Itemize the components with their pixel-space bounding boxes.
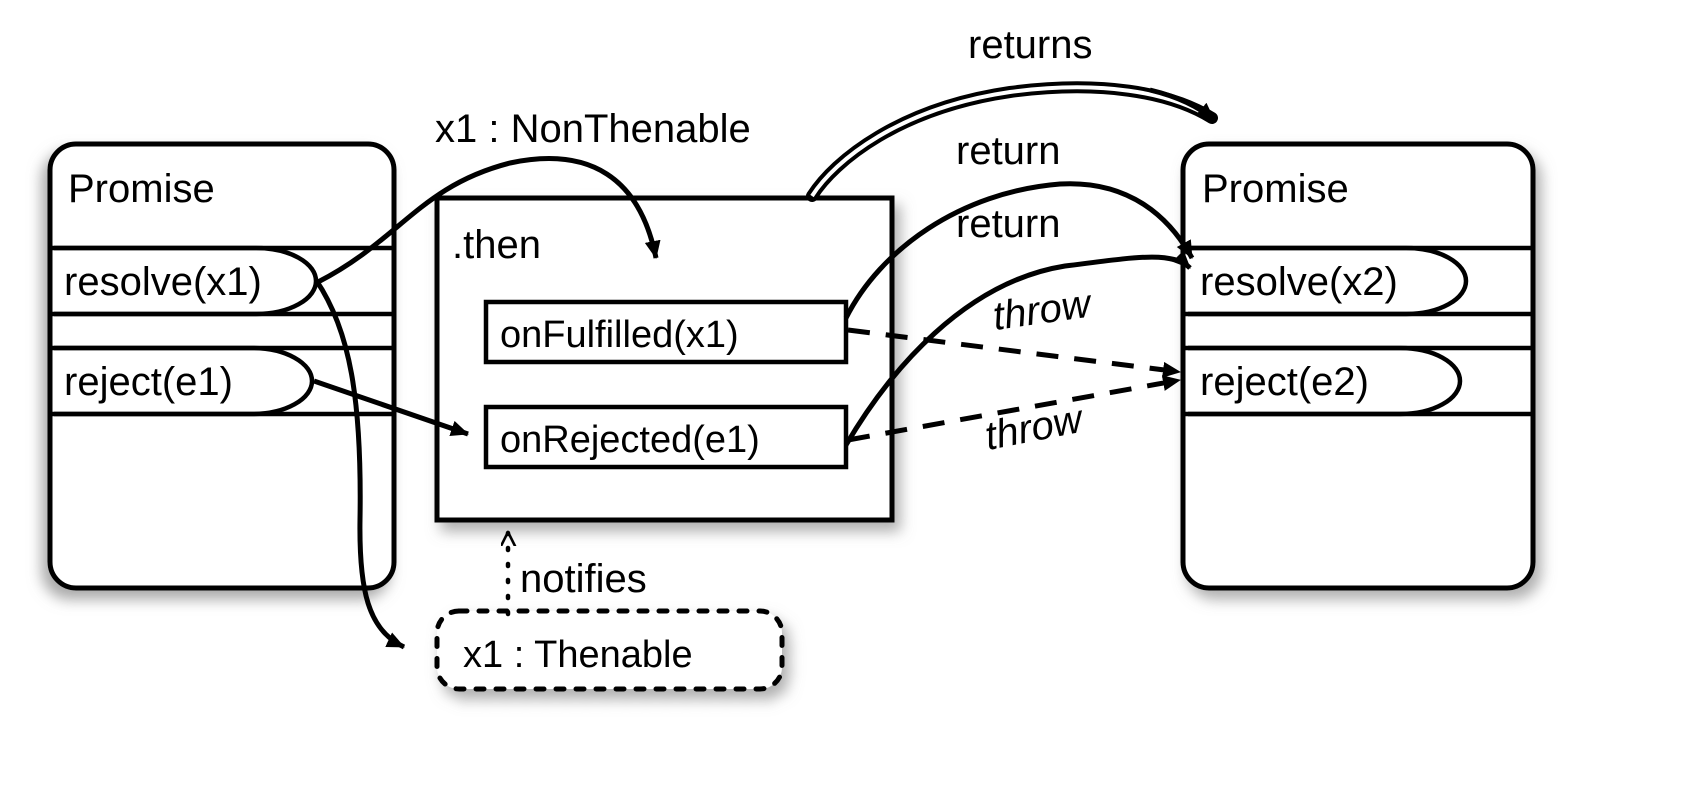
edge-throw-rejected-label: throw [981, 396, 1088, 458]
edge-return-fulfilled-line [843, 181, 1195, 320]
edge-return-rejected-label: return [956, 202, 1061, 246]
reject-e2-cap [1188, 345, 1463, 417]
edge-nonthenable-label: x1 : NonThenable [435, 107, 751, 151]
promise-left-title: Promise [68, 167, 215, 211]
edge-returns: returns [806, 23, 1218, 202]
resolve-x2-cap [1188, 245, 1469, 317]
onfulfilled-label: onFulfilled(x1) [500, 314, 739, 356]
promise-right-method-reject[interactable]: reject(e2) [1200, 360, 1369, 404]
promise-left-method-resolve[interactable]: resolve(x1) [64, 260, 262, 304]
edge-notifies: notifies [508, 533, 647, 617]
then-box[interactable]: .then onFulfilled(x1) onRejected(e1) [434, 195, 895, 523]
promise-right-title: Promise [1202, 167, 1349, 211]
edge-returns-label: returns [968, 23, 1093, 67]
edge-returns-head [1149, 87, 1216, 122]
promise-right-box[interactable]: Promise resolve(x2) reject(e2) [1180, 141, 1536, 591]
edge-resolve-to-thenable [313, 278, 406, 650]
then-box-title: .then [452, 223, 541, 267]
thenable-node[interactable]: x1 : Thenable [434, 608, 785, 692]
edge-throw-fulfilled-line [847, 327, 1181, 378]
onrejected-label: onRejected(e1) [500, 419, 760, 461]
reject-e1-cap [54, 345, 315, 417]
thenable-node-label: x1 : Thenable [463, 634, 693, 676]
edge-return-rejected-line [843, 250, 1192, 447]
thenable-node-outline [434, 608, 785, 692]
edge-throw-rejected: throw [847, 375, 1181, 459]
edge-throw-fulfilled: throw [847, 281, 1181, 378]
edge-reject-to-onrejected [313, 378, 469, 437]
edge-returns-inner [810, 85, 1214, 198]
onrejected-box[interactable] [483, 404, 849, 470]
edge-nonthenable: x1 : NonThenable [316, 107, 751, 285]
edge-throw-fulfilled-label: throw [990, 281, 1096, 339]
promise-left-outline [47, 141, 397, 591]
promise-left-method-reject[interactable]: reject(e1) [64, 360, 233, 404]
promise-right-method-resolve[interactable]: resolve(x2) [1200, 260, 1398, 304]
edge-nonthenable-line [316, 156, 661, 285]
onfulfilled-box[interactable] [483, 299, 849, 365]
edge-return-fulfilled-label: return [956, 129, 1061, 173]
edge-reject-to-onrejected-line [313, 378, 469, 437]
edge-throw-rejected-line [847, 375, 1181, 443]
promise-left-box[interactable]: Promise resolve(x1) reject(e1) [47, 141, 397, 591]
edge-resolve-to-thenable-line [313, 278, 406, 650]
edge-return-fulfilled: return [843, 129, 1195, 320]
edge-return-rejected: return [843, 202, 1192, 447]
edge-notifies-label: notifies [520, 557, 647, 601]
